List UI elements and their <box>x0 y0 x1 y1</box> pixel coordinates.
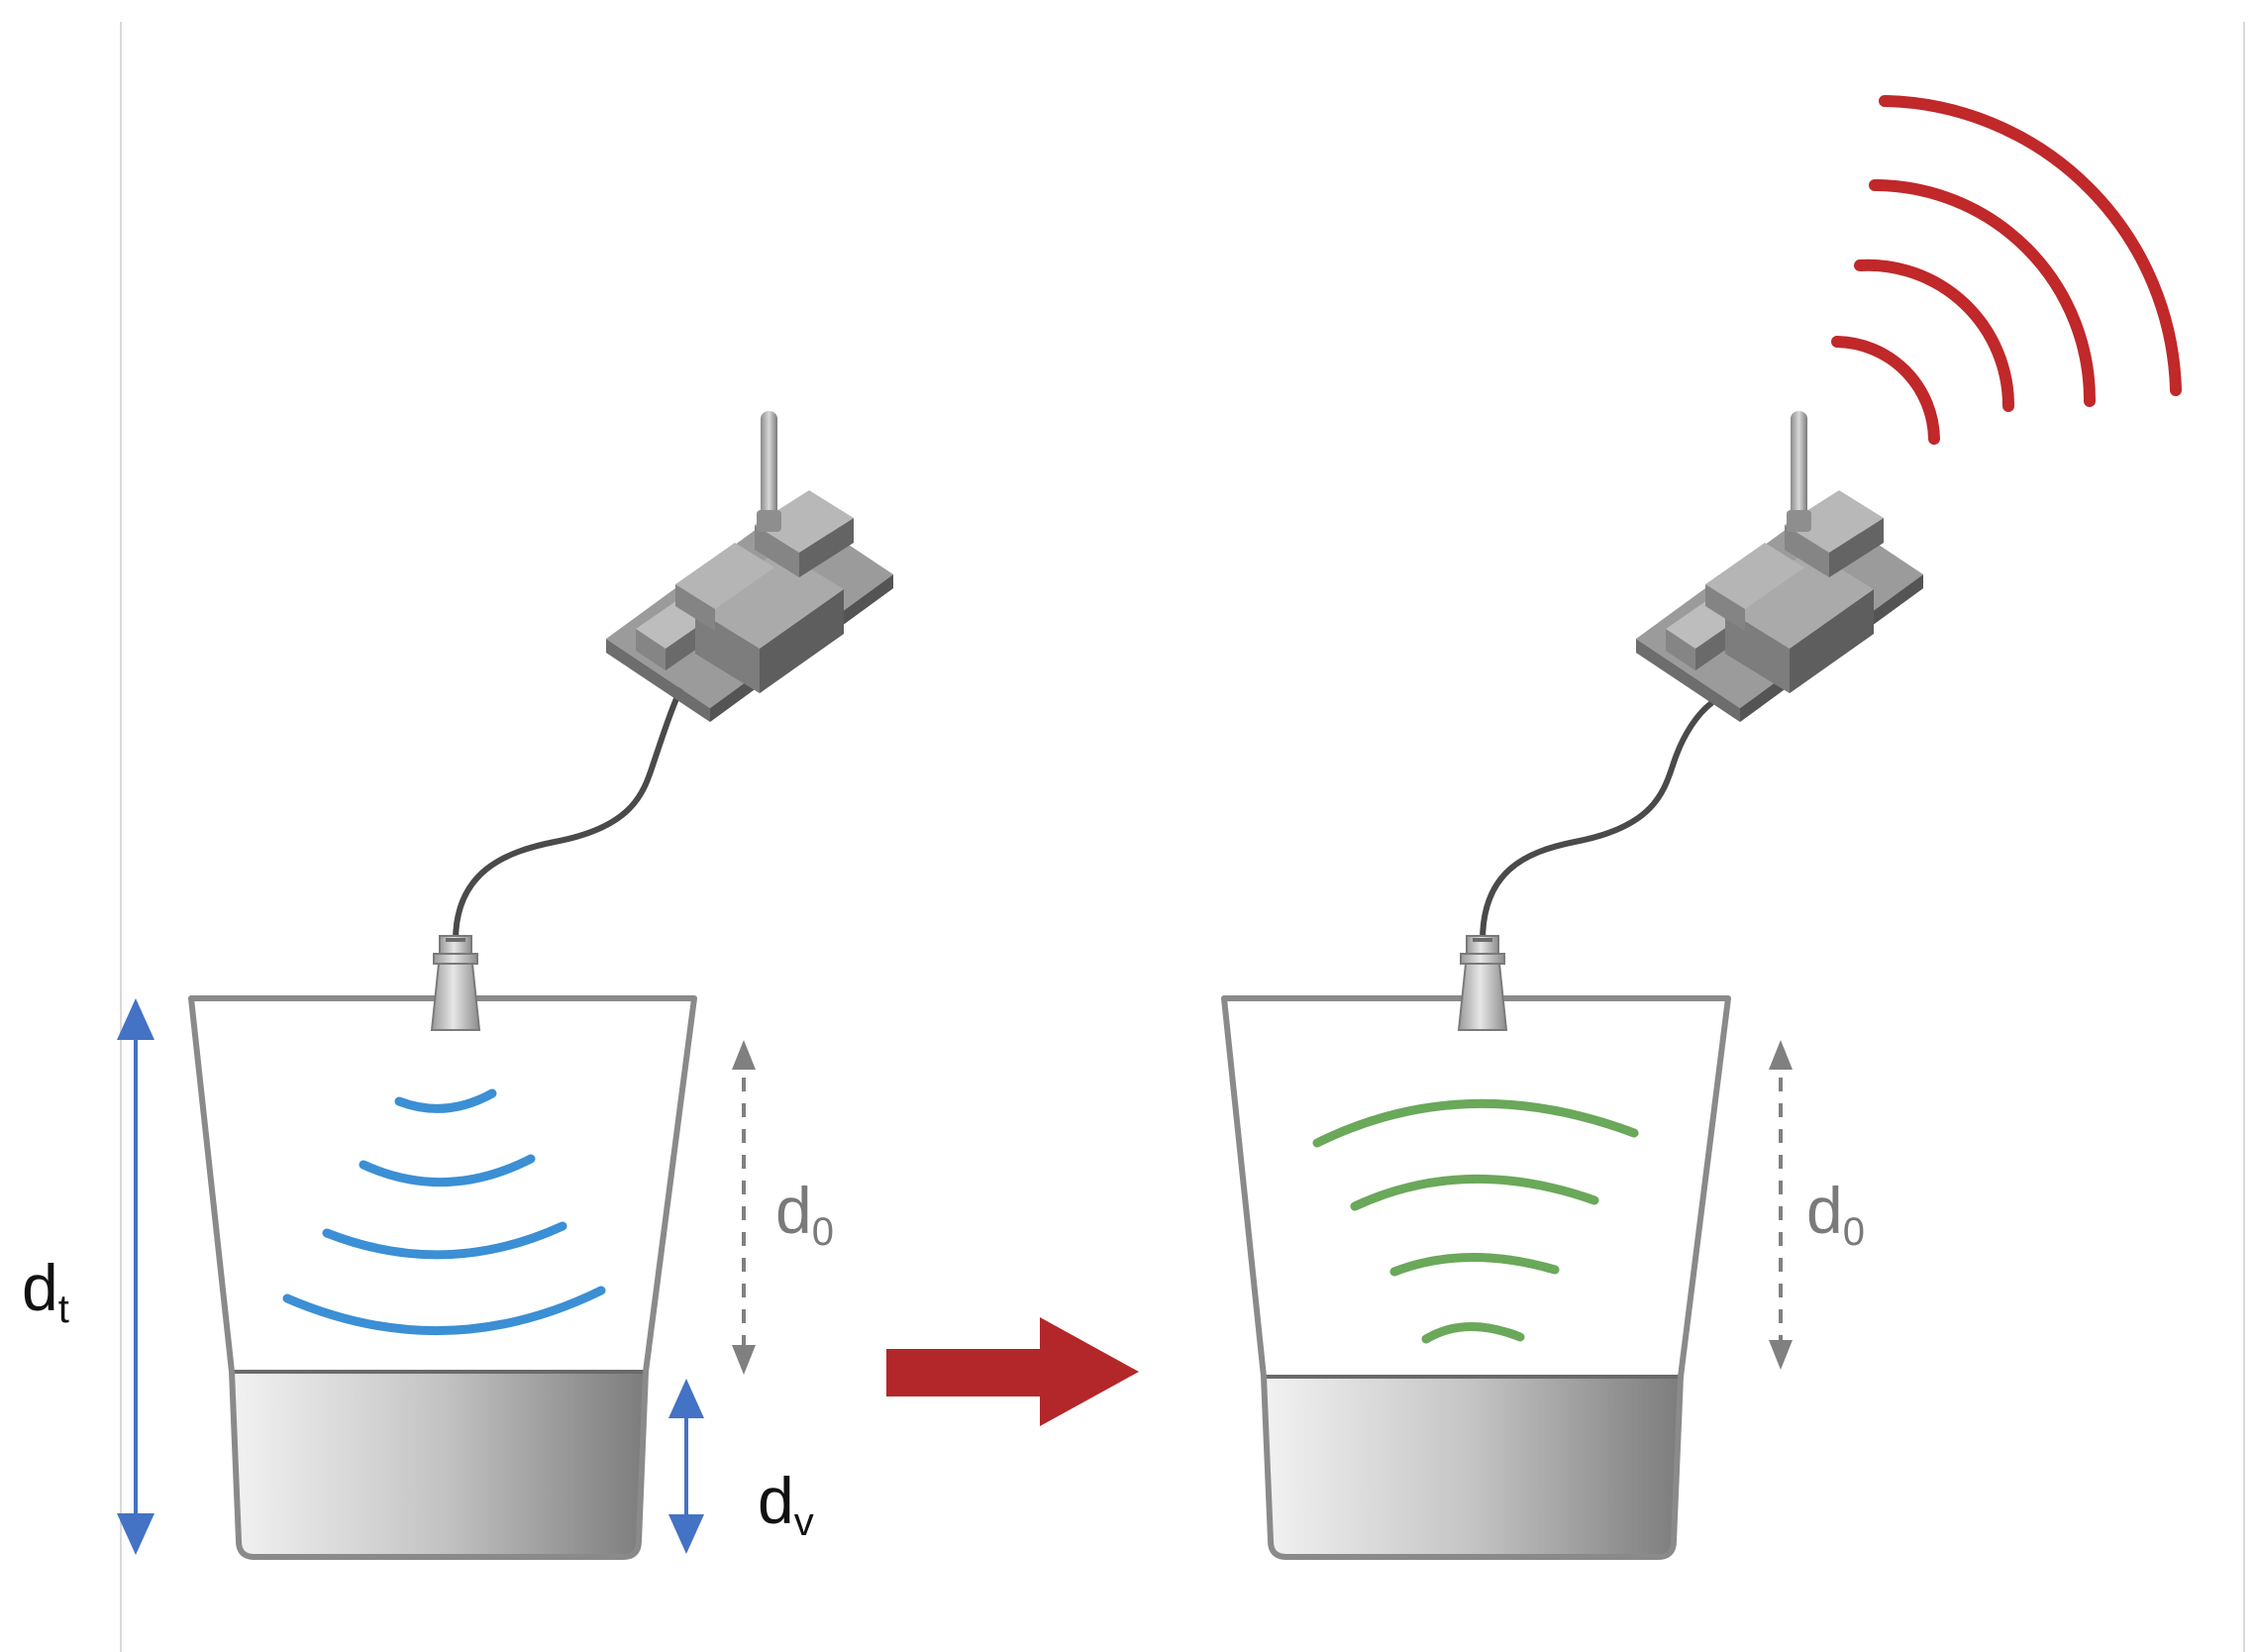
gap-dimension-right <box>1769 1040 1793 1370</box>
left-tank-assembly <box>188 411 893 1560</box>
gap-dimension-left <box>732 1040 756 1375</box>
transition-arrow <box>886 1317 1139 1426</box>
sensor-cable-left <box>453 680 686 944</box>
ultrasonic-sensor-icon <box>431 935 480 1031</box>
right-tank-assembly <box>1221 95 2182 1560</box>
tank-liquid-left <box>232 1372 646 1557</box>
gap-label-left: d0 <box>775 1174 834 1254</box>
ultrasonic-waves-right <box>1312 1098 1639 1344</box>
wireless-module-icon <box>1636 411 1923 722</box>
total-depth-label: dt <box>22 1251 69 1331</box>
gap-label-right: d0 <box>1806 1174 1865 1254</box>
total-depth-dimension <box>117 998 154 1555</box>
tank-container-icon <box>188 995 697 1560</box>
wireless-module-icon <box>606 411 893 722</box>
ultrasonic-waves-left <box>282 1088 606 1336</box>
tank-liquid-right <box>1264 1377 1681 1557</box>
level-dimension <box>668 1379 704 1554</box>
level-label: dv <box>758 1464 814 1544</box>
tank-container-icon <box>1221 995 1731 1560</box>
ultrasonic-sensor-icon <box>1458 935 1507 1031</box>
sensor-cable-right <box>1480 700 1714 944</box>
radio-waves-icon <box>1831 95 2182 445</box>
